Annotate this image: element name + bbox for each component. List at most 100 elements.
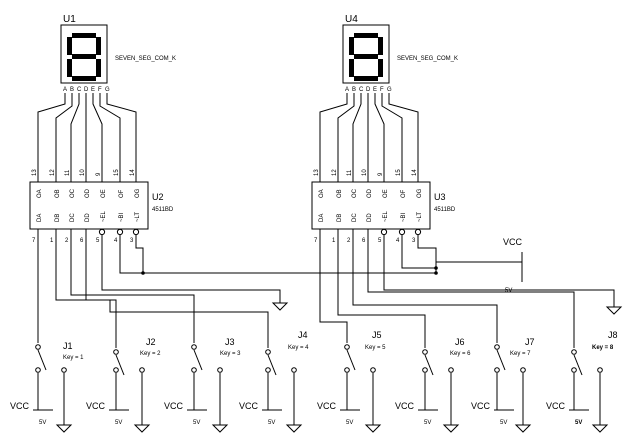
segment-wire [70, 93, 80, 160]
switch-contact [571, 367, 577, 373]
pin-name-label: OD [85, 188, 91, 198]
switch-contact [422, 367, 428, 373]
pin-name-label: ~BI [119, 212, 125, 222]
blank-wire [119, 235, 436, 274]
pin-number-label: 3 [130, 238, 134, 244]
switch-lever [496, 349, 506, 371]
display-segment [349, 59, 354, 77]
pin-number-label: 6 [362, 238, 366, 244]
switch-key-label: Key = 6 [450, 351, 471, 357]
switch-ref-label: J2 [146, 337, 156, 347]
display-pin-label: D [84, 87, 89, 93]
ground-icon [442, 424, 460, 433]
pin-name-label: ~LT [417, 212, 423, 222]
display-part-label: SEVEN_SEG_COM_K [115, 56, 176, 62]
switch-ref-label: J8 [608, 330, 618, 340]
wires [37, 93, 615, 340]
switch-contact [291, 367, 297, 373]
pin-name-label: DC [70, 213, 76, 222]
pin-name-label: DD [85, 213, 91, 222]
voltage-label: 5V [500, 420, 507, 426]
pin-name-label: OE [101, 189, 107, 198]
decoder-body [29, 181, 149, 230]
vcc-label: VCC [10, 401, 30, 411]
pin-name-label: OE [383, 189, 389, 198]
switch-contact [344, 367, 350, 373]
display-pin-label: E [373, 87, 377, 93]
junction-dot [434, 271, 438, 275]
inversion-bubble [132, 228, 140, 236]
vcc-label: VCC [395, 401, 415, 411]
display-segment [96, 37, 101, 55]
inversion-bubble [98, 228, 106, 236]
input-wire [70, 229, 195, 335]
vcc-label: VCC [546, 401, 566, 411]
vcc-label: VCC [317, 401, 337, 411]
segment-wire [319, 93, 348, 160]
switch-key-label: Key = 8 [592, 345, 614, 351]
switch-ref-label: J6 [455, 337, 465, 347]
switch-j3 [191, 335, 223, 425]
switch-contact [494, 367, 500, 373]
switch-ref-label: J4 [298, 330, 308, 340]
switch-j2 [113, 340, 145, 425]
segment-wire [99, 93, 121, 160]
switch-j8 [571, 340, 603, 425]
display-segment [72, 54, 96, 59]
segment-wire [374, 93, 385, 160]
ground-icon [133, 424, 151, 433]
ground-icon [605, 306, 623, 315]
switch-contact [422, 349, 428, 355]
display-segment [349, 37, 354, 55]
decoder-body [311, 181, 431, 230]
display-pin-label: G [105, 87, 110, 93]
blank-wire [401, 235, 436, 269]
pin-name-label: DB [55, 214, 61, 222]
pin-name-label: DC [352, 213, 358, 222]
ground-icon [514, 424, 532, 433]
voltage-label: 5V [193, 420, 200, 426]
segment-wire [37, 93, 66, 160]
switch-key-label: Key = 4 [288, 345, 309, 351]
display-segment [72, 76, 96, 81]
segment-wire [337, 93, 355, 160]
display-segment [67, 59, 72, 77]
switch-key-label: Key = 3 [220, 351, 241, 357]
switch-j6 [422, 340, 454, 425]
display-segment [378, 37, 383, 55]
segment-wire [92, 93, 103, 160]
switch-ref-label: J1 [63, 341, 73, 351]
switch-contact [191, 344, 197, 350]
lamp-test-wire [417, 235, 437, 273]
display-pin-label: A [345, 87, 349, 93]
switch-contact [370, 367, 376, 373]
vcc-label: VCC [239, 401, 259, 411]
pin-name-label: OF [401, 189, 407, 198]
display-pin-label: C [359, 87, 364, 93]
enable-latch-wire [383, 235, 615, 307]
input-wire [337, 229, 426, 340]
pin-number-label: 1 [332, 238, 336, 244]
pin-number-label: 10 [80, 169, 86, 176]
parts [29, 24, 623, 433]
seven-segment-display-u1 [60, 24, 108, 84]
switch-contact [61, 367, 67, 373]
switch-lever [37, 349, 47, 371]
pin-number-label: 10 [362, 169, 368, 176]
pin-name-label: OG [417, 188, 423, 198]
segment-wire [381, 93, 403, 160]
pin-name-label: ~LT [135, 212, 141, 222]
switch-j4 [265, 340, 297, 425]
pin-name-label: OC [70, 188, 76, 198]
display-segment [378, 59, 383, 77]
switch-contact [191, 367, 197, 373]
switch-contact [35, 367, 41, 373]
display-part-label: SEVEN_SEG_COM_K [397, 56, 458, 62]
vcc-label: VCC [503, 237, 523, 247]
switch-contact [113, 349, 119, 355]
pin-number-label: 4 [114, 238, 118, 244]
voltage-label: 5V [505, 288, 512, 294]
switch-contact [217, 367, 223, 373]
display-pin-label: F [98, 87, 102, 93]
